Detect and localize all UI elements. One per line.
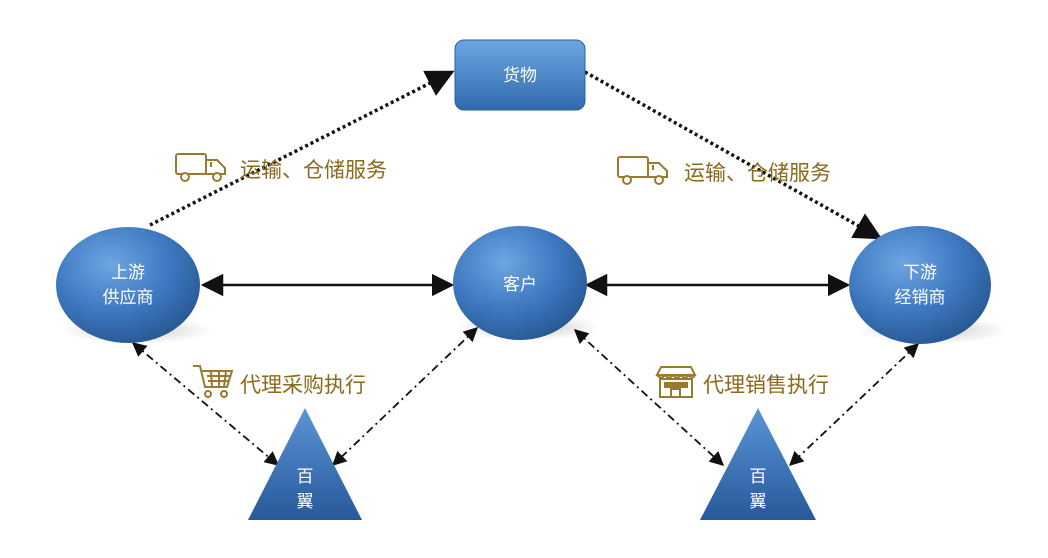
node-downstream-distributor: 下游 经销商 [849, 226, 1008, 344]
label-transport-right: 运输、仓储服务 [684, 161, 831, 185]
node-goods-label: 货物 [503, 66, 537, 86]
arrow-upstream-to-goods [149, 70, 455, 227]
node-baiyi-left: 百 翼 [248, 408, 362, 520]
node-downstream-line2: 经销商 [895, 288, 946, 308]
arrow-customer-baiyi-right [573, 329, 725, 466]
arrow-customer-baiyi-left [331, 327, 479, 466]
node-upstream-supplier: 上游 供应商 [56, 227, 212, 344]
storefront-icon [655, 366, 697, 398]
node-customer: 客户 [453, 226, 600, 341]
node-baiyi-left-line2: 翼 [297, 492, 314, 512]
arrow-downstream-baiyi-right [788, 343, 920, 466]
arrow-goods-to-downstream [584, 70, 883, 240]
node-baiyi-right-line1: 百 [750, 467, 767, 487]
node-customer-label: 客户 [503, 275, 537, 295]
node-baiyi-right-line2: 翼 [750, 492, 767, 512]
node-upstream-line2: 供应商 [103, 288, 154, 308]
truck-icon [175, 153, 226, 182]
node-upstream-line1: 上游 [111, 263, 145, 283]
node-goods: 货物 [454, 39, 586, 111]
arrow-upstream-baiyi-left [131, 342, 280, 466]
node-downstream-line1: 下游 [903, 263, 937, 283]
node-baiyi-left-line1: 百 [297, 467, 314, 487]
label-purchase: 代理采购执行 [240, 373, 366, 397]
label-sales: 代理销售执行 [703, 373, 829, 397]
node-baiyi-right: 百 翼 [700, 408, 816, 520]
label-transport-left: 运输、仓储服务 [240, 158, 387, 182]
truck-icon [617, 156, 668, 185]
shopping-cart-icon [193, 365, 234, 398]
